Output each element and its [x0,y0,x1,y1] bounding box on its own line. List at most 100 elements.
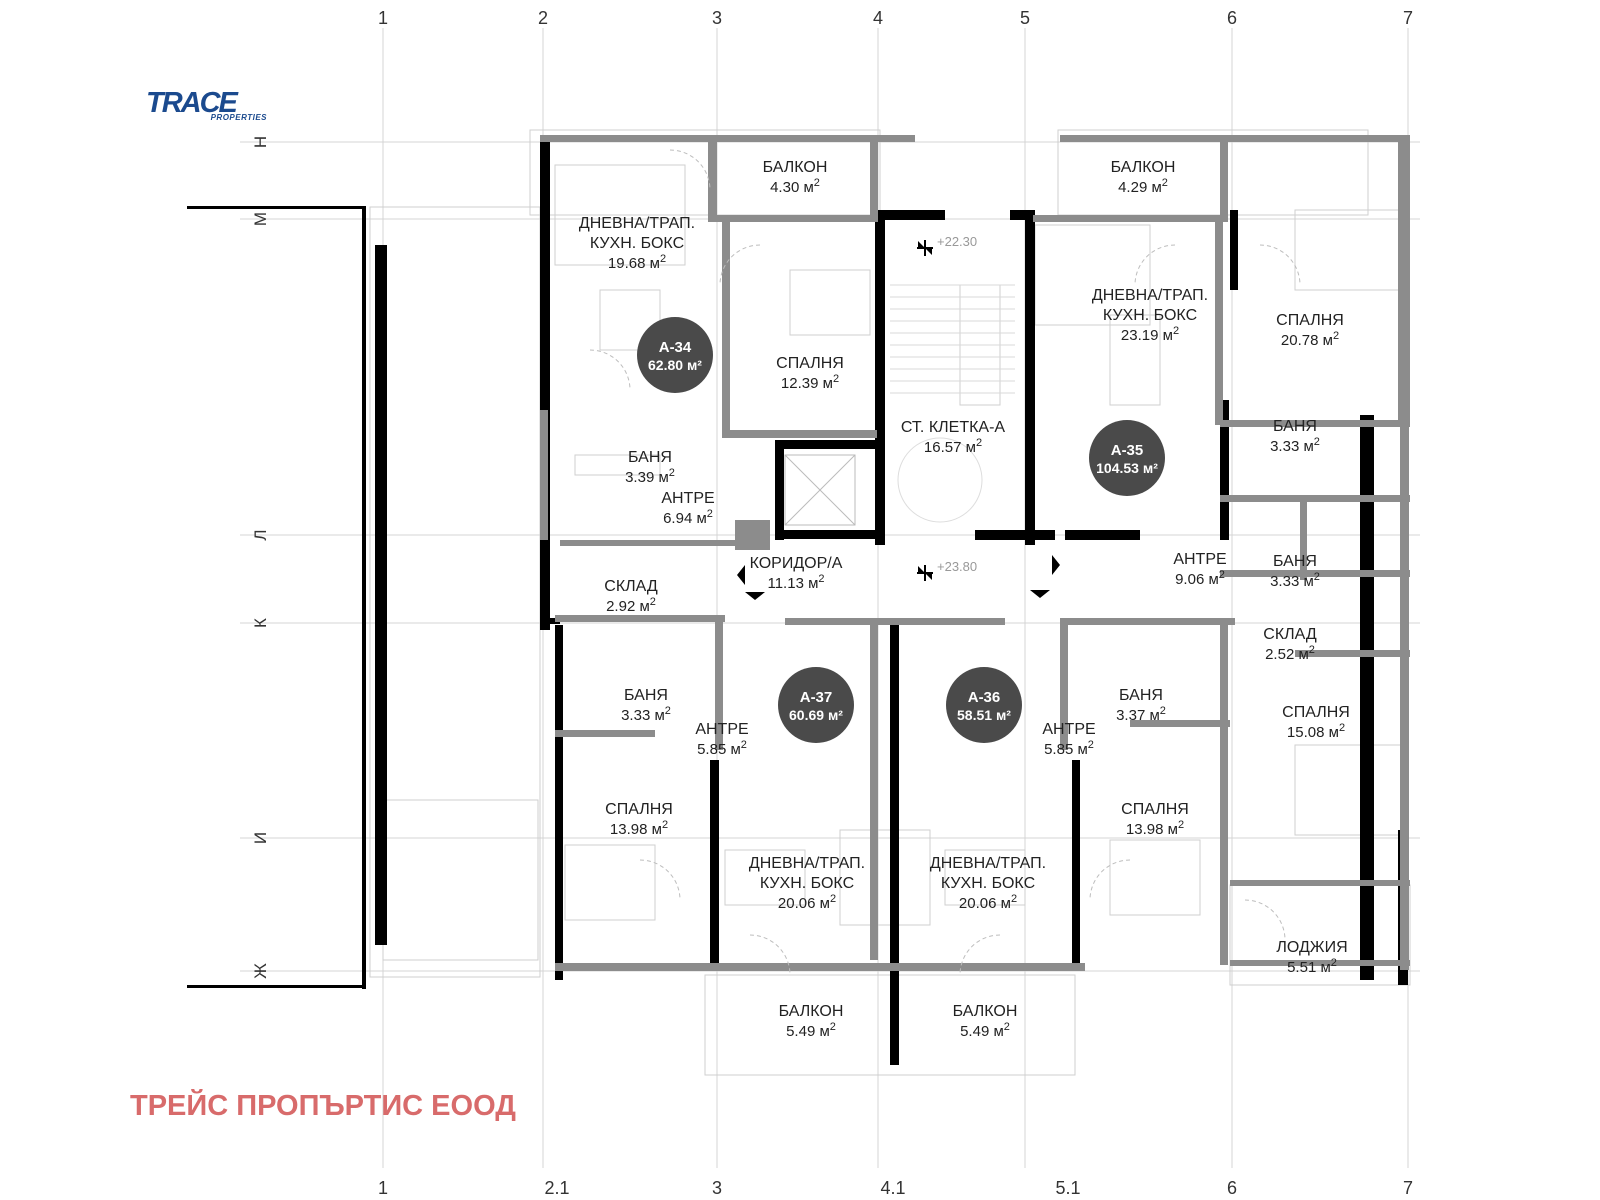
wall-gray [722,215,730,430]
wall-black [375,245,387,945]
room-name: АНТРЕ [661,490,714,507]
grid-label-top: 2 [538,8,548,28]
apartment-id: А-37 [800,689,833,706]
wall-gray [735,520,770,550]
door-swing [639,859,681,901]
wall-black [187,206,365,209]
wall-gray [1220,570,1410,577]
wall-black [780,530,880,539]
room-area: 2.52 м2 [1265,644,1315,663]
room-name: ДНЕВНА/ТРАП. [1092,287,1208,304]
apartment-area: 58.51 м² [957,707,1011,723]
section-arrow [737,565,745,585]
grid-label-left: Н [251,136,270,148]
room-name: АНТРЕ [695,721,748,738]
room-area: 9.06 м2 [1175,569,1225,588]
wall-gray [722,430,877,438]
room-area: 5.49 м2 [960,1021,1010,1040]
grid-label-bottom: 3 [712,1178,722,1198]
wall-black [890,625,899,1065]
plan-outline [724,849,806,906]
grid-label-left: К [251,618,270,628]
door-swing [1134,244,1176,286]
area-exponent: 2 [1314,571,1320,583]
stair-landing [897,437,983,523]
room-name: КУХН. БОКС [1103,307,1197,324]
grid-label-left: Ж [251,963,270,979]
wall-black [1230,210,1238,290]
wall-gray [1295,650,1410,657]
grid-label-bottom: 1 [378,1178,388,1198]
area-exponent: 2 [814,177,820,189]
level-marker: +23.80 [917,559,977,581]
plan-outline [839,829,931,926]
wall-gray [1060,135,1405,142]
room-name: СПАЛНЯ [605,801,673,818]
room-area: 5.51 м2 [1287,957,1337,976]
wall-black [710,760,719,970]
wall-gray [1220,135,1228,215]
section-arrow [1030,590,1050,598]
area-exponent: 2 [1178,819,1184,831]
area-exponent: 2 [1309,644,1315,656]
apartment-id: А-35 [1111,442,1144,459]
grid-label-bottom: 5.1 [1055,1178,1080,1198]
room-name: ДНЕВНА/ТРАП. [579,215,695,232]
wall-gray [870,135,878,215]
room-name: СПАЛНЯ [1276,312,1344,329]
logo-main-text: TRACE [146,87,238,119]
door-swing [719,244,761,286]
room-name: АНТРЕ [1042,721,1095,738]
wall-black [1025,210,1035,545]
wall-black [780,440,880,449]
grid-label-top: 7 [1403,8,1413,28]
area-exponent: 2 [818,573,824,585]
grid-label-bottom: 4.1 [880,1178,905,1198]
area-exponent: 2 [650,596,656,608]
room-area: 16.57 м2 [924,437,982,456]
room-area: 13.98 м2 [1126,819,1184,838]
room-area: 12.39 м2 [781,373,839,392]
area-exponent: 2 [1219,569,1225,581]
level-label: +23.80 [937,559,977,574]
room-name: БАЛКОН [779,1003,844,1020]
grid-label-bottom: 7 [1403,1178,1413,1198]
plan-outline [1109,839,1201,916]
room-name: СПАЛНЯ [1282,704,1350,721]
elevator-shaft [784,454,856,526]
area-exponent: 2 [1011,893,1017,905]
area-exponent: 2 [1162,177,1168,189]
logo-sub-text: PROPERTIES [210,113,267,122]
room-area: 13.98 м2 [610,819,668,838]
grid-label-bottom: 6 [1227,1178,1237,1198]
apartment-area: 104.53 м² [1096,460,1158,476]
room-area: 20.78 м2 [1281,330,1339,349]
grid-label-bottom: 2.1 [544,1178,569,1198]
door-swing [959,934,1001,976]
wall-gray [1130,720,1230,727]
wall-black [1360,415,1374,980]
room-name: БАЛКОН [953,1003,1018,1020]
wall-gray [1220,420,1410,427]
room-name: КУХН. БОКС [941,875,1035,892]
room-label: КОРИДОР/А11.13 м2 [750,555,843,592]
area-exponent: 2 [833,373,839,385]
room-area: 3.37 м2 [1116,705,1166,724]
grid-label-top: 5 [1020,8,1030,28]
wall-black [875,210,945,220]
wall-gray [700,963,1085,971]
wall-gray [555,963,700,971]
